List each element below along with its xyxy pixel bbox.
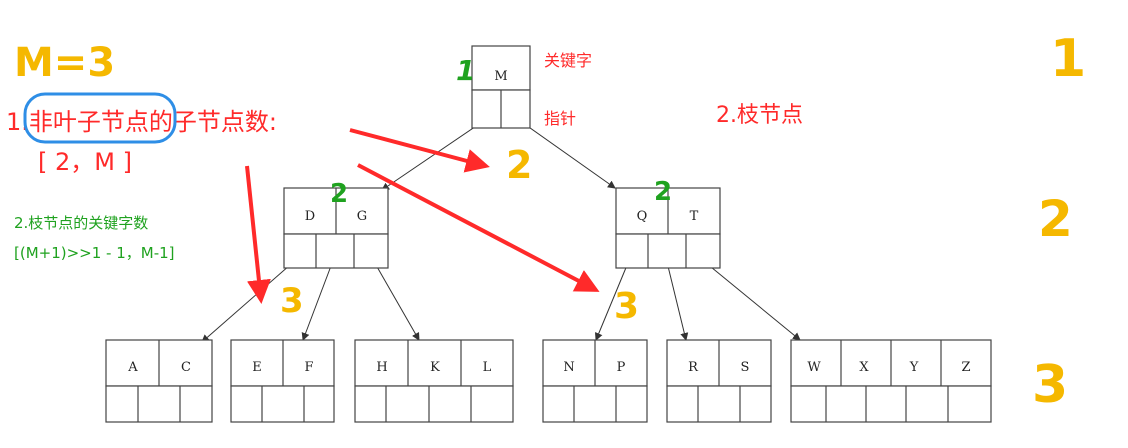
- red-arrow-to-qt-children: [357, 163, 600, 292]
- leaf-key: F: [304, 360, 313, 375]
- leaf-rs: R S: [666, 339, 772, 423]
- arrow1-count-mark: 2: [506, 143, 532, 187]
- leaf-key: H: [376, 360, 387, 375]
- leaf-key: P: [617, 360, 626, 375]
- node-key: G: [357, 209, 367, 224]
- leaf-key: R: [688, 360, 699, 375]
- leaf-key: E: [252, 360, 262, 375]
- red-arrow-to-root-child: [349, 128, 490, 173]
- dg-count-mark: 2: [330, 179, 348, 209]
- edge-dg-hkl: [371, 257, 420, 341]
- edge-qt-wxyz: [699, 257, 801, 341]
- node-key: T: [690, 209, 699, 224]
- root-key: M: [494, 69, 507, 84]
- leaf-key: Z: [961, 360, 970, 375]
- level-1-mark: 1: [1050, 29, 1086, 89]
- leaf-key: N: [563, 360, 574, 375]
- node-key: D: [305, 209, 315, 224]
- node-qt: Q T: [615, 187, 721, 269]
- rule2-formula: [(M+1)>>1 - 1，M-1]: [14, 244, 175, 262]
- branch-node-label: 2.枝节点: [716, 103, 803, 128]
- node-key: Q: [637, 209, 648, 224]
- key-label: 关键字: [544, 51, 592, 70]
- leaf-key: C: [181, 360, 191, 375]
- leaf-key: L: [483, 360, 492, 375]
- leaf-ef: E F: [230, 339, 335, 423]
- leaf-key: K: [430, 360, 440, 375]
- leaf-np: N P: [542, 339, 648, 423]
- arrow2-count-mark: 3: [280, 281, 304, 321]
- red-arrows: [245, 128, 600, 304]
- red-arrow-to-dg-children: [245, 165, 271, 304]
- node-dg: D G: [283, 187, 389, 269]
- m-equals-label: M=3: [14, 40, 115, 86]
- leaf-key: W: [807, 360, 821, 375]
- arrow3-count-mark: 3: [614, 286, 639, 327]
- edge-dg-ef: [301, 257, 335, 341]
- leaf-key: S: [741, 360, 750, 375]
- qt-count-mark: 2: [654, 177, 672, 207]
- edge-qt-np: [594, 257, 631, 341]
- leaf-key: A: [127, 360, 138, 375]
- level-2-mark: 2: [1038, 190, 1073, 248]
- leaf-ac: A C: [105, 339, 213, 423]
- root-count-mark: 1: [456, 54, 475, 87]
- rule1-range: [ 2，M ]: [38, 148, 132, 176]
- leaf-key: X: [859, 360, 869, 375]
- root-node: M: [471, 45, 531, 129]
- edge-root-qt: [515, 117, 616, 189]
- edge-qt-rs: [665, 257, 689, 341]
- level-3-mark: 3: [1032, 355, 1068, 415]
- rule2-title: 2.枝节点的关键字数: [14, 214, 148, 232]
- pointer-label: 指针: [544, 109, 576, 128]
- leaf-wxyz: W X Y Z: [790, 339, 992, 423]
- leaf-hkl: H K L: [354, 339, 514, 423]
- leaf-key: Y: [909, 360, 919, 375]
- blue-circle-mark: [23, 92, 177, 144]
- rule1-text: 1.非叶子节点的子节点数:: [6, 108, 277, 136]
